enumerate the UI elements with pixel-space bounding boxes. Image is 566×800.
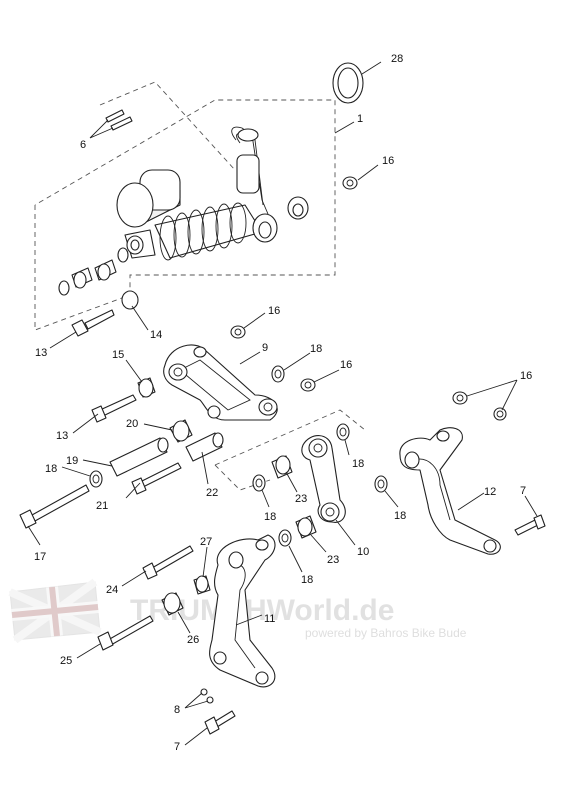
callout-28: 28 (391, 53, 403, 65)
callout-16: 16 (268, 305, 280, 317)
part-28-o-ring (332, 62, 364, 104)
callout-6: 6 (80, 139, 86, 151)
part-24-bolt (142, 545, 194, 580)
callout-21: 21 (96, 500, 108, 512)
callout-15: 15 (112, 349, 124, 361)
part-18-washer-c (252, 474, 266, 492)
part-11-lower-link (209, 534, 276, 688)
part-8-pins (200, 688, 214, 704)
part-12-rocker-arm (399, 427, 501, 555)
callout-18: 18 (301, 574, 313, 586)
callout-13: 13 (56, 430, 68, 442)
callout-24: 24 (106, 584, 118, 596)
part-18-washer-b (336, 423, 350, 441)
shock-lower-spacers (58, 247, 129, 296)
part-23-bush-upper (271, 455, 293, 479)
part-16-nut-b (230, 325, 246, 339)
callout-16: 16 (382, 155, 394, 167)
callout-18: 18 (352, 458, 364, 470)
callout-18: 18 (45, 463, 57, 475)
part-22-sleeve (185, 432, 224, 462)
callout-13: 13 (35, 347, 47, 359)
callout-18: 18 (394, 510, 406, 522)
callout-7: 7 (520, 485, 526, 497)
callout-7: 7 (174, 741, 180, 753)
callout-16: 16 (340, 359, 352, 371)
part-19-sleeve (109, 437, 169, 477)
callout-22: 22 (206, 487, 218, 499)
part-18-washer-d (374, 475, 388, 493)
callout-14: 14 (150, 329, 162, 341)
callout-23: 23 (295, 493, 307, 505)
part-18-washer-e (278, 529, 292, 547)
part-6-pins (105, 109, 133, 131)
callout-17: 17 (34, 551, 46, 563)
part-18-washer-left (89, 470, 103, 488)
part-20-bush (169, 419, 193, 443)
part-1-rear-shock-absorber (116, 126, 309, 261)
callout-18: 18 (310, 343, 322, 355)
callout-8: 8 (174, 704, 180, 716)
callout-20: 20 (126, 418, 138, 430)
callout-1: 1 (357, 113, 363, 125)
part-7-bolt-bottom (204, 710, 236, 735)
part-14-bush (121, 290, 139, 310)
callout-10: 10 (357, 546, 369, 558)
assembly-outline-linkage (214, 409, 366, 491)
callout-11: 11 (264, 613, 275, 625)
callout-9: 9 (262, 342, 268, 354)
callout-26: 26 (187, 634, 199, 646)
part-26-bush (161, 592, 184, 616)
callout-18: 18 (264, 511, 276, 523)
part-27-bush (193, 575, 211, 595)
callout-25: 25 (60, 655, 72, 667)
part-7-bolt-right (514, 514, 546, 536)
callout-16: 16 (520, 370, 532, 382)
union-flag-logo (8, 578, 102, 644)
callout-23: 23 (327, 554, 339, 566)
part-16-nut-c (300, 378, 316, 392)
part-18-washer-a (271, 365, 285, 383)
part-17-long-bolt (19, 484, 90, 529)
part-10-connecting-rod (301, 435, 346, 523)
callout-27: 27 (200, 536, 212, 548)
callout-12: 12 (484, 486, 496, 498)
callout-19: 19 (66, 455, 78, 467)
part-16-nut-a (342, 176, 358, 190)
part-16-nut-d (452, 391, 507, 421)
watermark-tagline: powered by Bahros Bike Bude (305, 626, 467, 640)
part-9-linkage-plate (163, 344, 278, 421)
part-21-bolt (131, 462, 182, 495)
part-23-bush-lower (295, 515, 317, 539)
part-25-bolt (97, 615, 154, 651)
part-13-bolt-lower (91, 394, 137, 423)
callout-labels: 28 1 6 16 13 14 16 9 18 16 15 16 13 20 1… (34, 53, 532, 753)
part-15-bush (137, 377, 156, 398)
leader-lines (27, 61, 538, 746)
assembly-outline-shock (34, 81, 336, 331)
